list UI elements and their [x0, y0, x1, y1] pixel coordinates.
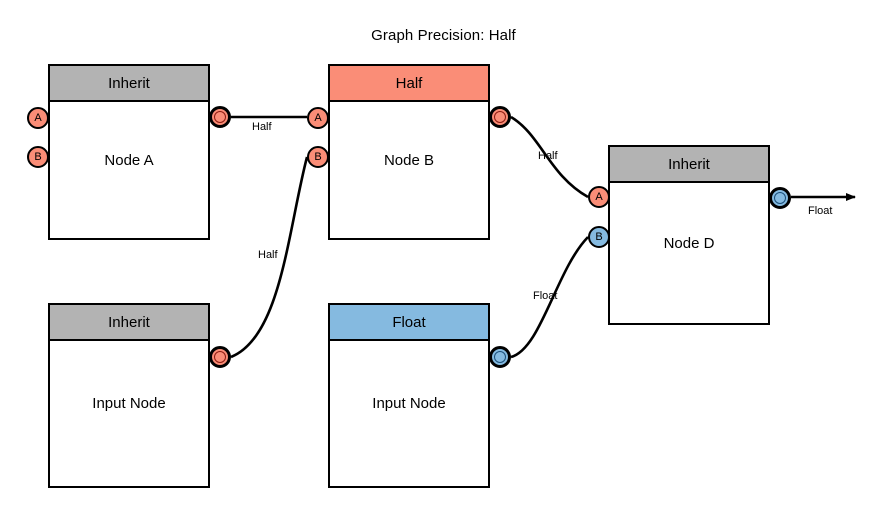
node-title-input-node-2: Input Node	[372, 395, 446, 412]
port-label: B	[314, 151, 322, 163]
node-header-input-node-1: Inherit	[50, 305, 208, 341]
edge-label-edge-b-to-d: Half	[538, 150, 558, 162]
edge-label-edge-input1-to-b: Half	[258, 249, 278, 261]
port-output-o-input-node-1[interactable]	[209, 346, 231, 368]
port-label	[214, 351, 226, 363]
port-input-b-node-a[interactable]: B	[27, 146, 49, 168]
port-input-b-node-b[interactable]: B	[307, 146, 329, 168]
port-input-a-node-a[interactable]: A	[27, 107, 49, 129]
node-title-node-b: Node B	[383, 151, 435, 169]
edge-edge-input1-to-b[interactable]	[230, 156, 309, 359]
port-label: A	[595, 191, 603, 203]
node-header-node-a: Inherit	[50, 66, 208, 102]
port-input-a-node-b[interactable]: A	[307, 107, 329, 129]
port-output-o-node-b[interactable]	[489, 106, 511, 128]
edge-edge-b-to-d[interactable]	[510, 115, 589, 199]
page-title: Graph Precision: Half	[371, 27, 516, 44]
port-input-b-node-d[interactable]: B	[588, 226, 610, 248]
edges-layer	[230, 115, 856, 359]
port-label	[774, 192, 786, 204]
node-title-input-node-1: Input Node	[92, 395, 166, 412]
port-label	[494, 351, 506, 363]
port-label: A	[34, 112, 42, 124]
port-input-a-node-d[interactable]: A	[588, 186, 610, 208]
node-header-node-d: Inherit	[610, 147, 768, 183]
port-output-o-node-a[interactable]	[209, 106, 231, 128]
edge-edge-input2-to-d[interactable]	[510, 236, 589, 359]
node-title-node-d: Node D	[663, 234, 715, 252]
node-body-input-node-2: Input Node	[330, 341, 488, 486]
port-output-o-input-node-2[interactable]	[489, 346, 511, 368]
port-label: B	[595, 231, 603, 243]
port-label: A	[314, 112, 322, 124]
port-label	[214, 111, 226, 123]
node-title-node-a: Node A	[104, 151, 154, 169]
edge-label-edge-d-output: Float	[808, 205, 833, 217]
node-body-input-node-1: Input Node	[50, 341, 208, 486]
edge-label-edge-a-to-b: Half	[252, 121, 272, 133]
port-label	[494, 111, 506, 123]
node-header-node-b: Half	[330, 66, 488, 102]
node-body-node-a: Node A	[50, 102, 208, 238]
edge-label-edge-input2-to-d: Float	[533, 290, 558, 302]
port-output-o-node-d[interactable]	[769, 187, 791, 209]
node-body-node-d: Node D	[610, 183, 768, 323]
node-body-node-b: Node B	[330, 102, 488, 238]
node-header-input-node-2: Float	[330, 305, 488, 341]
port-label: B	[34, 151, 42, 163]
